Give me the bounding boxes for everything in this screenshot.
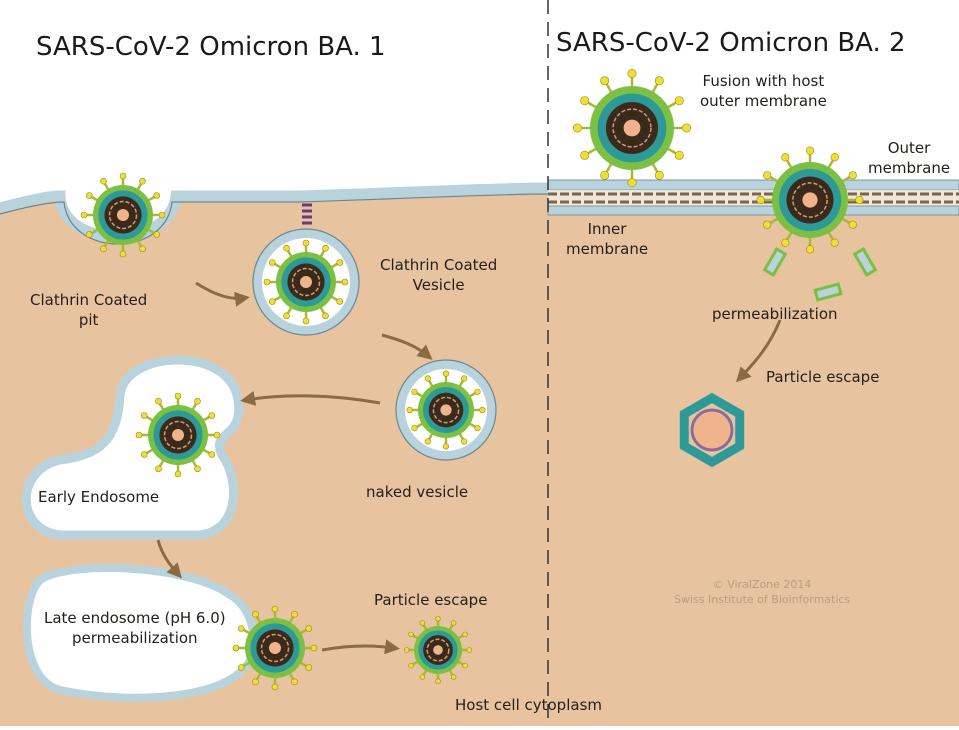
label-inner-membrane: Inner membrane (566, 219, 648, 259)
membrane-fragment (762, 247, 788, 277)
label-clathrin-pit: Clathrin Coated pit (30, 290, 147, 330)
credit-line2: Swiss Institute of Bioinformatics (674, 593, 851, 606)
label-outer-membrane: Outer membrane (868, 138, 950, 178)
arrow-permeabilization-to-escape (735, 319, 782, 383)
inner-membrane (547, 205, 959, 216)
host-cell-cytoplasm-right (548, 200, 959, 726)
dynamin-coil-icon (302, 203, 312, 225)
label-late-endosome-line2: permeabilization (72, 629, 198, 647)
label-particle-escape-right: Particle escape (766, 368, 880, 386)
virion-clathrin-vesicle (263, 239, 349, 325)
label-clathrin-vesicle-line1: Clathrin Coated (380, 256, 498, 274)
membrane-fragment (852, 247, 878, 277)
label-fusion: Fusion with host outer membrane (700, 71, 827, 111)
label-host-cell-cytoplasm: Host cell cytoplasm (455, 696, 602, 714)
label-naked-vesicle: naked vesicle (366, 483, 469, 501)
title-omicron-ba2: SARS-CoV-2 Omicron BA. 2 (556, 28, 906, 58)
virion-naked-vesicle (406, 370, 486, 450)
credit-line1: © ViralZone 2014 (712, 578, 812, 591)
label-late-endosome: Late endosome (pH 6.0) permeabilization (44, 608, 226, 648)
arrow-early-to-late (156, 539, 182, 579)
label-particle-escape-left: Particle escape (374, 591, 488, 609)
label-inner-membrane-line1: Inner (587, 220, 627, 238)
label-outer-membrane-line1: Outer (887, 139, 931, 157)
arrow-vesicle-to-naked (381, 333, 433, 360)
label-fusion-line1: Fusion with host (702, 72, 825, 90)
label-inner-membrane-line2: membrane (566, 240, 649, 258)
label-outer-membrane-line2: membrane (868, 159, 951, 177)
label-clathrin-pit-line2: pit (78, 311, 99, 329)
label-clathrin-vesicle: Clathrin Coated Vesicle (380, 255, 497, 295)
virion-fusing (756, 146, 864, 254)
credit: © ViralZone 2014 Swiss Institute of Bioi… (674, 577, 850, 607)
membrane-fragment (813, 282, 843, 302)
capsid-escaped-right (679, 392, 745, 468)
label-early-endosome: Early Endosome (38, 488, 160, 506)
outer-membrane (547, 179, 959, 191)
virion-fusion (572, 68, 692, 188)
arrow-pit-to-vesicle (195, 281, 250, 307)
label-clathrin-pit-line1: Clathrin Coated (30, 291, 148, 309)
label-fusion-line2: outer membrane (700, 92, 827, 110)
virion-escaped-left (404, 616, 472, 684)
plasma-membrane-left (0, 182, 549, 242)
early-endosome-membrane (21, 355, 244, 540)
title-omicron-ba1: SARS-CoV-2 Omicron BA. 1 (36, 32, 386, 62)
membrane-interspace (548, 190, 959, 206)
label-clathrin-vesicle-line2: Vesicle (412, 276, 465, 294)
label-late-endosome-line1: Late endosome (pH 6.0) (44, 609, 226, 627)
virion-clathrin-pit (80, 172, 166, 258)
virion-early-endosome (135, 392, 221, 478)
virion-late-endosome (232, 605, 318, 691)
arrow-naked-to-early (240, 391, 381, 406)
arrow-late-to-escape (321, 639, 400, 655)
label-permeabilization: permeabilization (712, 305, 838, 323)
